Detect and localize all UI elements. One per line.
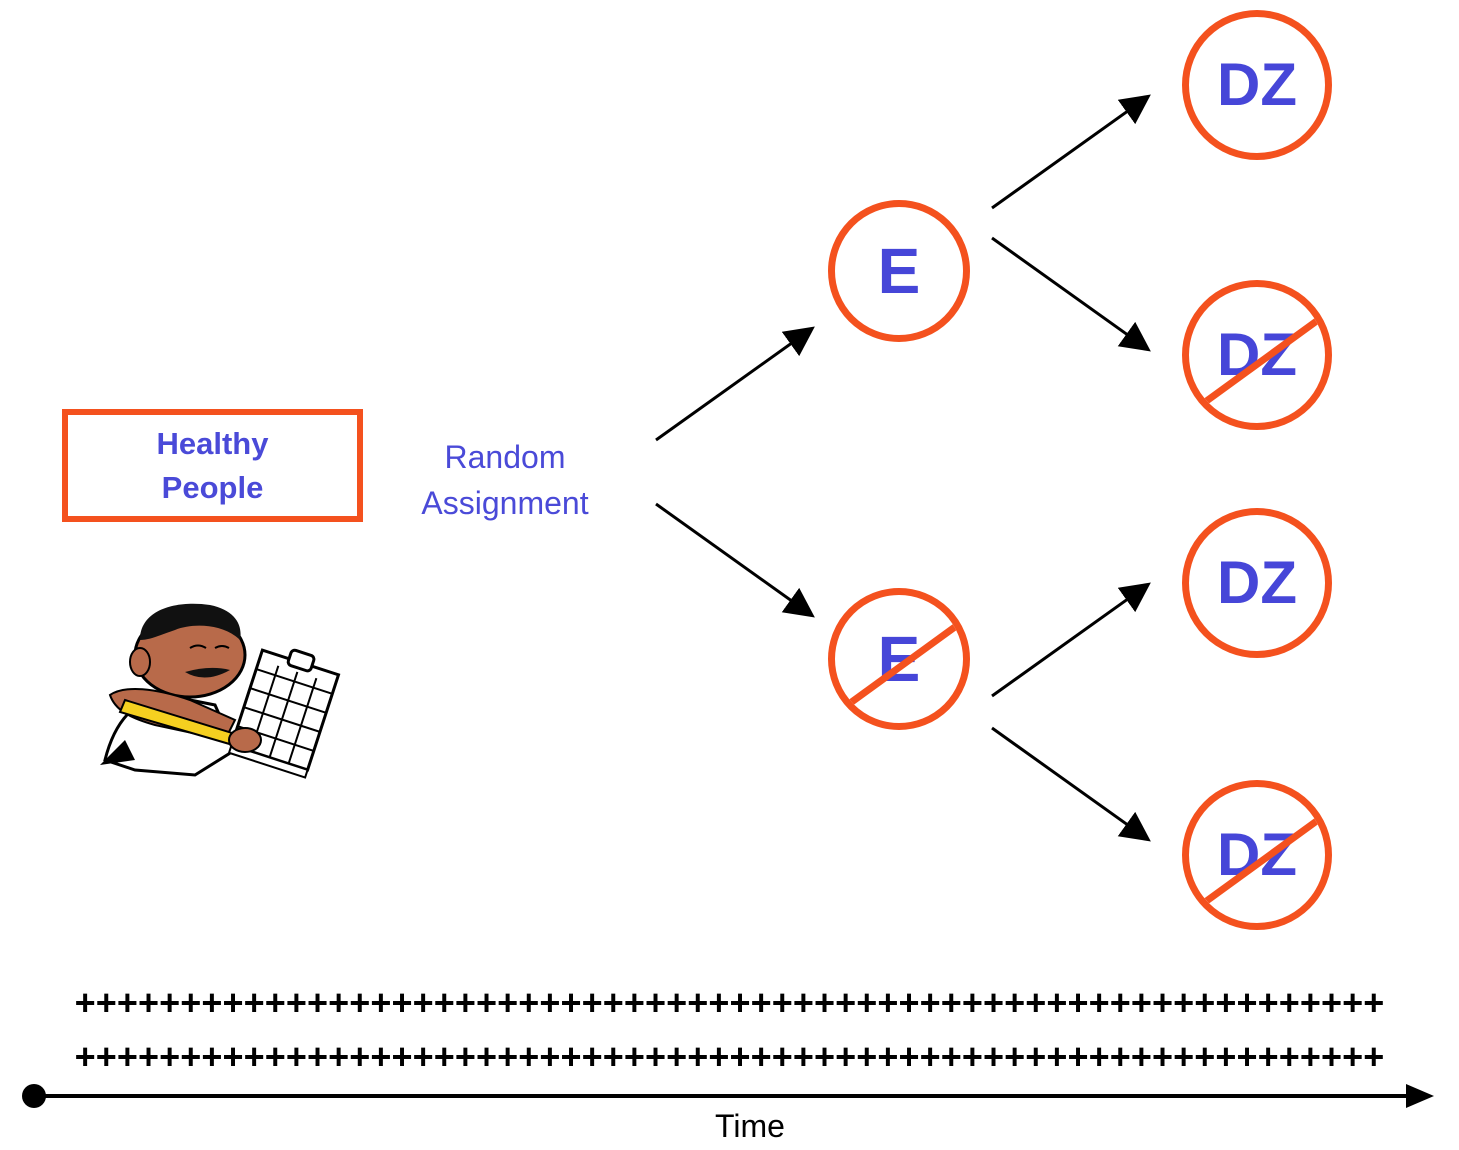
arrow-exposed-to-disease [991,94,1151,210]
plus-row-1: ++++++++++++++++++++++++++++++++++++++++… [74,982,1385,1023]
healthy-people-box: Healthy People [62,409,363,522]
disease-node-1: DZ [1182,10,1332,160]
unexposed-node: E [828,588,970,730]
box-line-2: People [161,469,264,505]
assignment-line-1: Random [444,439,566,475]
disease-label-1: DZ [1217,51,1297,118]
assignment-line-2: Assignment [421,485,589,521]
box-line-1: Healthy [156,425,269,461]
arrow-to-unexposed [655,502,815,618]
disease-label-2: DZ [1217,549,1297,616]
no-disease-node-2: DZ [1182,780,1332,930]
person-with-calendar-clipart [100,603,341,779]
exposed-node: E [828,200,970,342]
plus-row-2: ++++++++++++++++++++++++++++++++++++++++… [74,1036,1385,1077]
no-disease-label-1: DZ [1217,321,1297,388]
no-disease-node-1: DZ [1182,280,1332,430]
time-axis-label: Time [715,1108,785,1144]
random-assignment-label: Random Assignment [395,434,615,526]
arrow-unexposed-to-no-disease [991,726,1151,842]
arrow-to-exposed [655,326,815,442]
no-disease-label-2: DZ [1217,821,1297,888]
arrow-unexposed-to-disease [991,582,1151,698]
timeline-arrowhead [1406,1084,1434,1108]
arrow-exposed-to-no-disease [991,236,1151,352]
disease-node-2: DZ [1182,508,1332,658]
exposed-label: E [877,235,921,307]
